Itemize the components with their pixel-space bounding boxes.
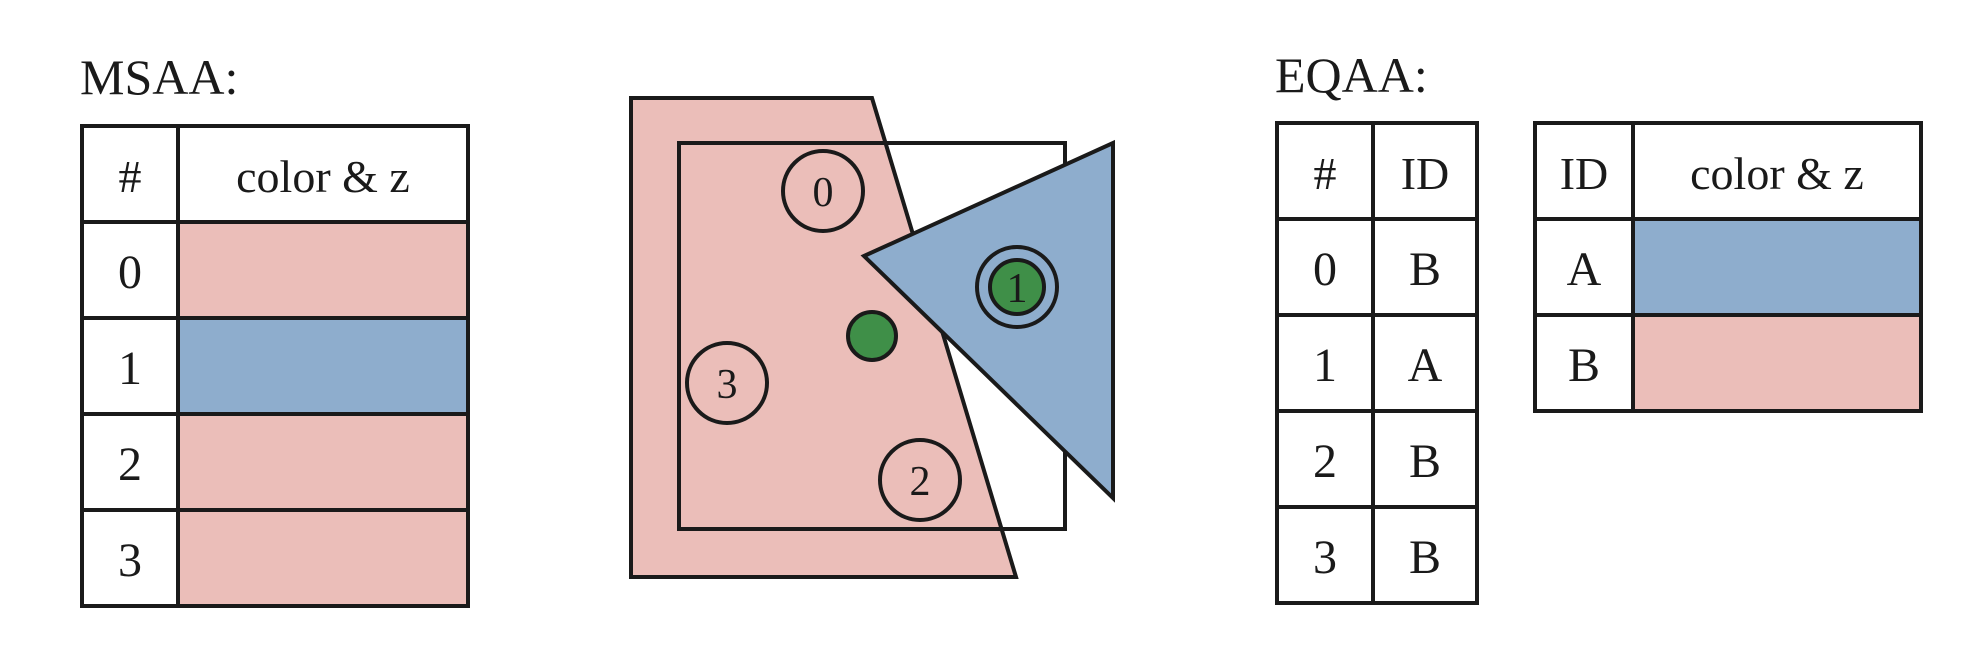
msaa-row-0-num: 0 — [118, 246, 142, 299]
eqaa-id-row-0-num: 0 — [1313, 243, 1337, 296]
eqaa-color-header-color: color & z — [1690, 148, 1864, 199]
eqaa-color-header-id-cell — [1533, 121, 1635, 221]
sample-2-circle — [878, 438, 962, 522]
sample-0-label: 0 — [813, 170, 834, 216]
eqaa-id-row-3-num: 3 — [1313, 531, 1337, 584]
eqaa-color-row-0-id-cell — [1533, 217, 1635, 317]
msaa-row-1-color-cell — [176, 316, 470, 416]
msaa-table: # color & z 0 1 2 3 — [80, 124, 470, 608]
eqaa-id-row-1-id-cell — [1371, 313, 1479, 413]
eqaa-color-row-1-id: B — [1568, 339, 1600, 392]
eqaa-id-row-0-num-cell — [1275, 217, 1375, 317]
msaa-header-color-cell — [176, 124, 470, 224]
msaa-header-num: # — [119, 151, 142, 202]
pink-primitive — [629, 96, 1019, 579]
eqaa-id-header-id: ID — [1401, 148, 1450, 199]
eqaa-id-row-2-id-cell — [1371, 409, 1479, 509]
sample-1-label: 1 — [1007, 266, 1028, 312]
eqaa-id-header-num: # — [1314, 148, 1337, 199]
sample-2-label: 2 — [910, 459, 931, 505]
eqaa-id-table: # ID 0 B 1 A 2 B 3 B — [1275, 121, 1479, 605]
coverage-diagram: 0 1 3 2 — [629, 96, 1115, 579]
eqaa-color-header-id: ID — [1560, 148, 1609, 199]
eqaa-id-row-3-num-cell — [1275, 505, 1375, 605]
msaa-title: MSAA: — [80, 49, 238, 105]
msaa-row-3-num: 3 — [118, 534, 142, 587]
eqaa-id-row-3-id-cell — [1371, 505, 1479, 605]
sample-0-circle — [781, 149, 865, 233]
blue-primitive — [860, 139, 1115, 503]
msaa-row-0-color-cell — [176, 220, 470, 320]
eqaa-color-row-1-color-cell — [1631, 313, 1923, 413]
eqaa-color-row-0-color-cell — [1631, 217, 1923, 317]
msaa-row-2-num: 2 — [118, 438, 142, 491]
eqaa-id-row-2-id: B — [1409, 435, 1441, 488]
eqaa-color-table: ID color & z A B — [1533, 121, 1923, 413]
eqaa-id-row-3-id: B — [1409, 531, 1441, 584]
eqaa-title: EQAA: — [1275, 47, 1428, 103]
eqaa-id-row-1-num: 1 — [1313, 339, 1337, 392]
eqaa-id-row-1-id: A — [1408, 339, 1443, 392]
eqaa-id-header-id-cell — [1371, 121, 1479, 221]
eqaa-id-row-2-num-cell — [1275, 409, 1375, 509]
msaa-row-1-num: 1 — [118, 342, 142, 395]
msaa-row-3-num-cell — [80, 508, 180, 608]
eqaa-id-row-2-num: 2 — [1313, 435, 1337, 488]
sample-3-label: 3 — [717, 362, 738, 408]
sample-1-outer-circle — [975, 245, 1059, 329]
msaa-row-2-color-cell — [176, 412, 470, 512]
eqaa-color-row-0-id: A — [1567, 243, 1602, 296]
sample-1-green-dot — [988, 258, 1046, 316]
pixel-center-dot — [846, 310, 898, 362]
msaa-row-3-color-cell — [176, 508, 470, 608]
eqaa-id-row-0-id: B — [1409, 243, 1441, 296]
sample-3-circle — [685, 341, 769, 425]
msaa-header-color: color & z — [236, 151, 410, 202]
